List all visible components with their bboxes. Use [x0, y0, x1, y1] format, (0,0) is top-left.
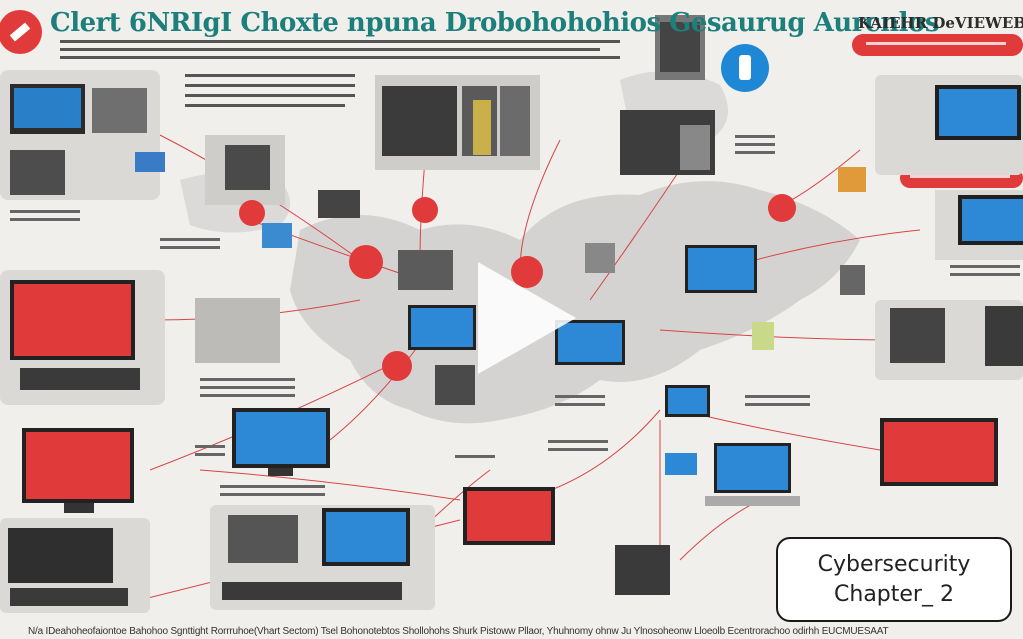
caption-title: Cybersecurity	[817, 551, 971, 577]
infographic-footer: N/a IDeahoheofaiontoe Bahohoo Sgnttight …	[28, 626, 889, 637]
play-button[interactable]	[470, 258, 580, 378]
chapter-caption: Cybersecurity Chapter_ 2	[776, 537, 1012, 622]
caption-chapter: Chapter_ 2	[834, 581, 954, 607]
infographic-heading: Clert 6NRIgI Choxte npuna Drobohohohios …	[50, 8, 939, 38]
map-shape	[290, 181, 860, 424]
play-icon	[478, 262, 576, 374]
infographic-subheading: KAIEHR DeVIEWEBSIS	[858, 14, 1023, 32]
